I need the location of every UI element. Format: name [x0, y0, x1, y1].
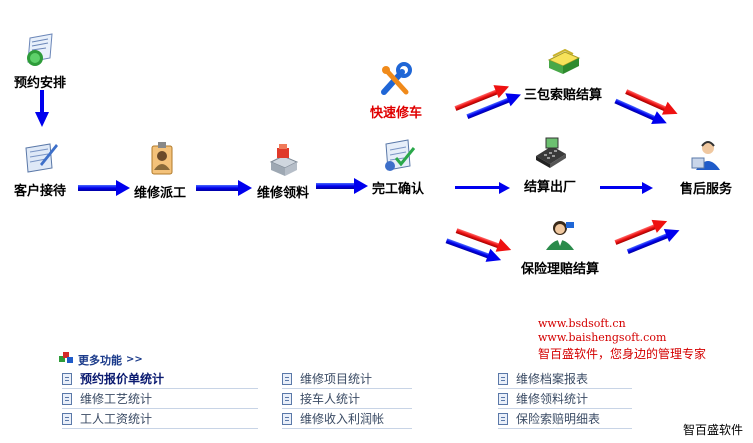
arrow-complete-to-insurance — [445, 228, 512, 262]
cubes-icon — [58, 350, 74, 369]
cash-stack-icon — [543, 42, 583, 82]
brand-name: 智百盛软件 — [682, 423, 743, 437]
link-text: 维修工艺统计 — [80, 392, 153, 406]
node-insurance-claim[interactable]: 保险理赔结算 — [521, 216, 599, 277]
document-icon — [498, 392, 508, 405]
node-quick-repair[interactable]: 快速修车 — [370, 60, 422, 121]
document-icon — [282, 392, 292, 405]
node-label: 售后服务 — [680, 182, 733, 197]
more-features-links: 预约报价单统计 维修项目统计 维修档案报表 维修工艺统计 接车人统计 维修领料统… — [62, 369, 634, 429]
parts-box-icon — [263, 140, 303, 180]
node-after-sales[interactable]: 售后服务 — [680, 136, 732, 197]
arrow-dispatch-to-parts — [196, 180, 252, 196]
document-icon — [62, 412, 72, 425]
node-label: 快速修车 — [370, 106, 423, 121]
link-text: 保险索赔明细表 — [516, 412, 601, 426]
node-label: 维修领料 — [257, 186, 310, 201]
document-icon — [282, 372, 292, 385]
more-features-title: 更多功能 — [78, 353, 122, 367]
arrow-complete-to-warranty — [454, 85, 521, 120]
node-label: 预约安排 — [14, 76, 67, 91]
document-icon — [498, 412, 508, 425]
link-repair-income-profit[interactable]: 维修收入利润帐 — [282, 409, 412, 429]
arrow-appointment-to-reception — [35, 90, 49, 127]
website-url-2[interactable]: www.baishengsoft.com — [538, 331, 667, 344]
link-text: 接车人统计 — [300, 392, 361, 406]
arrow-parts-to-complete — [316, 178, 368, 194]
double-chevron-right-icon: >> — [126, 354, 143, 365]
link-text: 维修领料统计 — [516, 392, 589, 406]
website-url-1[interactable]: www.bsdsoft.cn — [538, 317, 626, 330]
link-repair-process-stats[interactable]: 维修工艺统计 — [62, 389, 258, 409]
document-icon — [62, 372, 72, 385]
link-repair-items-stats[interactable]: 维修项目统计 — [282, 369, 412, 389]
arrow-warranty-to-after-sales — [614, 89, 678, 124]
node-label: 三包索赔结算 — [524, 88, 603, 103]
link-repair-archive-report[interactable]: 维修档案报表 — [498, 369, 632, 389]
link-text: 工人工资统计 — [80, 412, 153, 426]
arrow-reception-to-dispatch — [78, 180, 130, 196]
link-text: 预约报价单统计 — [80, 372, 165, 386]
document-icon — [498, 372, 508, 385]
more-features-header[interactable]: 更多功能 >> — [58, 350, 143, 369]
node-label: 客户接待 — [14, 184, 67, 199]
arrow-insurance-to-after-sales — [614, 219, 680, 254]
arrow-complete-to-checkout — [455, 182, 510, 194]
node-label: 维修派工 — [134, 186, 187, 201]
calculator-terminal-icon — [530, 134, 570, 174]
link-text: 维修项目统计 — [300, 372, 373, 386]
calendar-icon — [20, 30, 60, 70]
node-reception[interactable]: 客户接待 — [14, 138, 66, 199]
checklist-icon — [378, 136, 418, 176]
agent-person-icon — [540, 216, 580, 256]
node-warranty-claim[interactable]: 三包索赔结算 — [524, 42, 602, 103]
link-text: 维修档案报表 — [516, 372, 589, 386]
notepad-pen-icon — [20, 138, 60, 178]
link-worker-wage-stats[interactable]: 工人工资统计 — [62, 409, 258, 429]
node-checkout[interactable]: 结算出厂 — [524, 134, 576, 195]
node-appointment[interactable]: 预约安排 — [14, 30, 66, 91]
worker-badge-icon — [140, 140, 180, 180]
link-receiver-stats[interactable]: 接车人统计 — [282, 389, 412, 409]
node-complete[interactable]: 完工确认 — [372, 136, 424, 197]
link-appointment-quote-stats[interactable]: 预约报价单统计 — [62, 369, 258, 389]
document-icon — [62, 392, 72, 405]
document-icon — [282, 412, 292, 425]
node-label: 完工确认 — [372, 182, 425, 197]
link-parts-requisition-stats[interactable]: 维修领料统计 — [498, 389, 632, 409]
service-agent-icon — [686, 136, 726, 176]
company-slogan: 智百盛软件，您身边的管理专家 — [538, 347, 707, 361]
node-parts[interactable]: 维修领料 — [257, 140, 309, 201]
node-label: 保险理赔结算 — [521, 262, 600, 277]
wrench-icon — [376, 60, 416, 100]
node-label: 结算出厂 — [524, 180, 577, 195]
link-text: 维修收入利润帐 — [300, 412, 385, 426]
link-insurance-claim-details[interactable]: 保险索赔明细表 — [498, 409, 632, 429]
node-dispatch[interactable]: 维修派工 — [134, 140, 186, 201]
arrow-checkout-to-after-sales — [600, 182, 653, 194]
